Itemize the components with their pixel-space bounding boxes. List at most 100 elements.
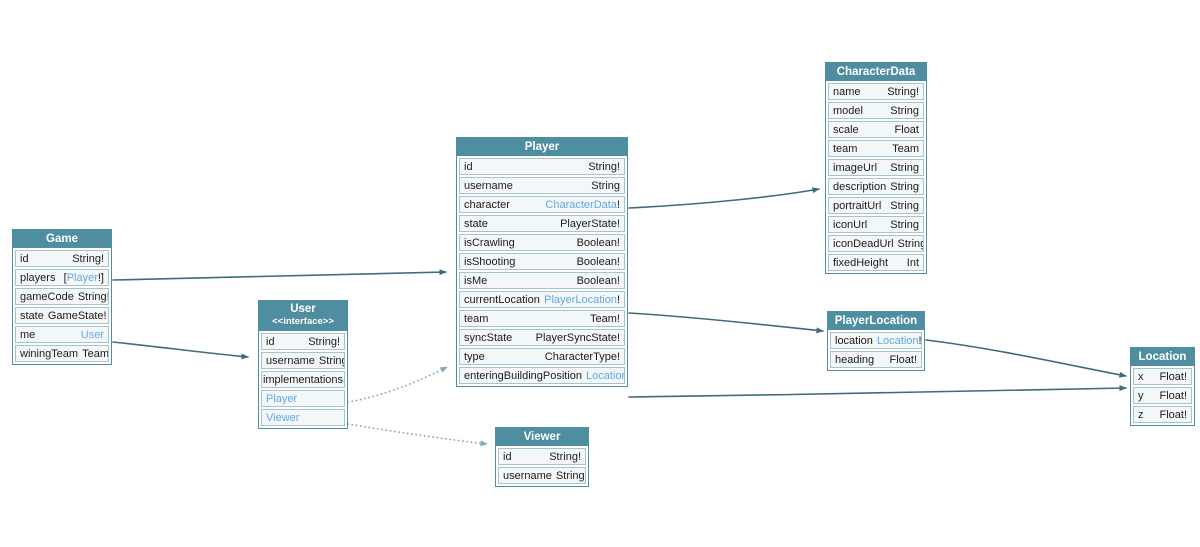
field-type-link: Location bbox=[586, 369, 625, 382]
field-type-link: PlayerLocation bbox=[544, 293, 617, 306]
table-header[interactable]: Location bbox=[1131, 348, 1194, 366]
table-header[interactable]: Player bbox=[457, 138, 627, 156]
field-row[interactable]: character CharacterData! bbox=[459, 196, 625, 213]
edge-user-impl-player bbox=[347, 366, 448, 403]
field-name: id bbox=[503, 450, 512, 463]
field-name: gameCode bbox=[20, 290, 74, 303]
field-name: me bbox=[20, 328, 36, 341]
field-name: character bbox=[464, 198, 510, 211]
field-type-text: String! bbox=[308, 335, 340, 348]
field-type-text: String bbox=[555, 469, 585, 482]
field-type-text: String bbox=[890, 199, 919, 212]
field-type: String bbox=[890, 180, 919, 194]
field-type-text: String bbox=[890, 104, 919, 117]
field-name: id bbox=[266, 335, 275, 348]
field-type-text: Team! bbox=[590, 312, 620, 325]
field-type-link: Location bbox=[876, 334, 919, 347]
implementation-type-link: Player bbox=[266, 392, 298, 405]
field-name: fixedHeight bbox=[833, 256, 889, 269]
field-type: PlayerSyncState! bbox=[536, 331, 620, 345]
field-type-text: PlayerSyncState! bbox=[535, 331, 620, 344]
field-name: isMe bbox=[464, 274, 488, 287]
field-name: team bbox=[833, 142, 858, 155]
edge-player-character-to-characterdata bbox=[628, 187, 820, 209]
field-type: String bbox=[890, 199, 919, 213]
field-name: y bbox=[1138, 389, 1144, 402]
field-type-text: String bbox=[318, 354, 345, 367]
field-type: Float! bbox=[1159, 370, 1187, 384]
implementation-link[interactable]: Viewer bbox=[261, 409, 345, 426]
field-type: String! bbox=[308, 335, 340, 349]
field-type-text: Team bbox=[82, 347, 109, 360]
field-type: Location bbox=[586, 369, 625, 383]
field-type-text: CharacterType! bbox=[544, 350, 620, 363]
field-type-text: !] bbox=[97, 271, 104, 284]
table-header[interactable]: User<<interface>> bbox=[259, 301, 347, 331]
field-row[interactable]: id String! bbox=[261, 333, 345, 350]
field-type-text: ! bbox=[616, 293, 620, 306]
edge-game-me-to-user bbox=[112, 341, 249, 360]
field-name: isShooting bbox=[464, 255, 516, 268]
table-header[interactable]: CharacterData bbox=[826, 63, 926, 81]
field-type-link: User bbox=[80, 328, 104, 341]
implementation-type-link: Viewer bbox=[266, 411, 300, 424]
field-type: CharacterType! bbox=[545, 350, 620, 364]
field-type: Team bbox=[82, 347, 109, 361]
table-header[interactable]: PlayerLocation bbox=[828, 312, 924, 330]
implementation-link[interactable]: Player bbox=[261, 390, 345, 407]
field-row[interactable]: me User bbox=[15, 326, 109, 343]
field-type: CharacterData! bbox=[545, 198, 620, 212]
field-type-text: String bbox=[890, 161, 919, 174]
field-row[interactable]: players[Player!] bbox=[15, 269, 109, 286]
field-type: PlayerLocation! bbox=[544, 293, 620, 307]
edge-playerlocation-location-to-location bbox=[925, 339, 1127, 378]
field-type: Float! bbox=[1159, 408, 1187, 422]
field-type: String bbox=[890, 104, 919, 118]
table-header[interactable]: Viewer bbox=[496, 428, 588, 446]
table-header[interactable]: Game bbox=[13, 230, 111, 248]
